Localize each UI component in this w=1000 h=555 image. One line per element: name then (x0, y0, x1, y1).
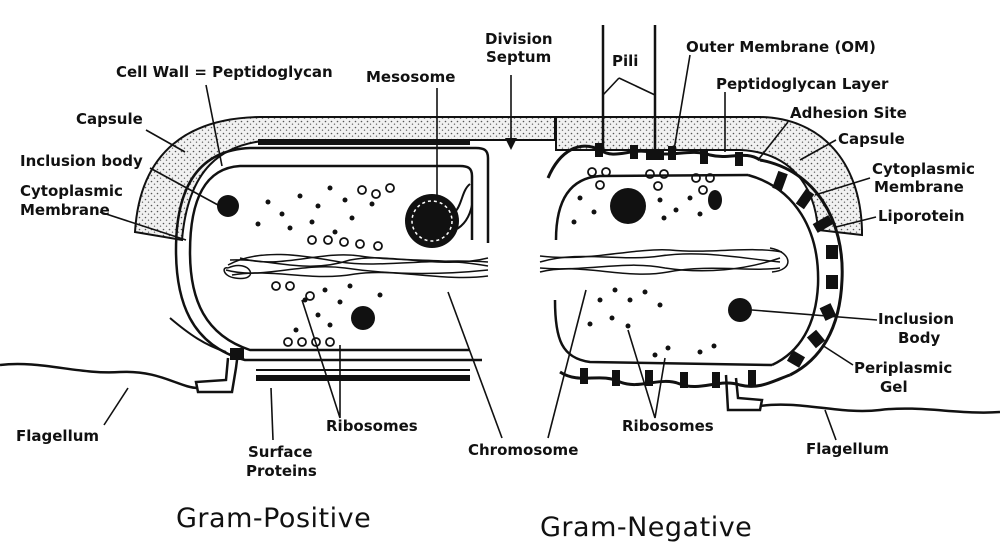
label-liporotein: Liporotein (878, 207, 965, 225)
ribosomes-right-dots (572, 196, 717, 358)
label-mesosome: Mesosome (366, 68, 455, 86)
cytoplasmic-membrane-left (190, 166, 472, 350)
label-cytoplasmic-membrane-left-2: Membrane (20, 201, 110, 219)
label-adhesion-site: Adhesion Site (790, 104, 907, 122)
label-periplasmic-gel-2: Gel (880, 378, 908, 396)
label-capsule-left: Capsule (76, 110, 143, 128)
chromosome-right-shape (540, 248, 788, 274)
label-cytoplasmic-membrane-right-1: Cytoplasmic (872, 160, 975, 178)
label-flagellum-right: Flagellum (806, 440, 889, 458)
label-periplasmic-gel-1: Periplasmic (854, 359, 952, 377)
label-inclusion-body-left: Inclusion body (20, 152, 143, 170)
inclusion-body-left-shape (217, 195, 239, 217)
label-outer-membrane: Outer Membrane (OM) (686, 38, 876, 56)
capsule-left-shape (135, 117, 555, 240)
division-septum-arrow (505, 75, 517, 150)
flagellum-right-filament (760, 405, 1000, 413)
label-division: Division (485, 30, 553, 48)
flagellum-hook-right (726, 375, 762, 410)
label-capsule-right: Capsule (838, 130, 905, 148)
label-peptidoglycan-layer: Peptidoglycan Layer (716, 75, 889, 93)
label-cytoplasmic-membrane-right-2: Membrane (874, 178, 964, 196)
label-ribosomes-right: Ribosomes (622, 417, 714, 435)
label-inclusion-body-right-2: Body (898, 329, 940, 347)
ribosomes-right-rings (588, 168, 714, 194)
label-pili: Pili (612, 52, 638, 70)
title-gram-positive: Gram-Positive (176, 503, 371, 534)
chromosome-left-shape (224, 254, 488, 278)
label-ribosomes-left: Ribosomes (326, 417, 418, 435)
label-septum: Septum (486, 48, 551, 66)
flagellum-left-filament (0, 364, 198, 388)
mesosome-shape (405, 184, 472, 248)
label-chromosome: Chromosome (468, 441, 578, 459)
cell-wall-outline (176, 148, 488, 360)
leader-lines (100, 55, 877, 440)
label-cell-wall: Cell Wall = Peptidoglycan (116, 63, 333, 81)
title-gram-negative: Gram-Negative (540, 512, 752, 543)
label-surface-2: Proteins (246, 462, 317, 480)
label-cytoplasmic-membrane-left-1: Cytoplasmic (20, 182, 123, 200)
label-inclusion-body-right-1: Inclusion (878, 310, 954, 328)
label-flagellum-left: Flagellum (16, 427, 99, 445)
inclusion-body-right-shape (728, 298, 752, 322)
label-surface-1: Surface (248, 443, 313, 461)
